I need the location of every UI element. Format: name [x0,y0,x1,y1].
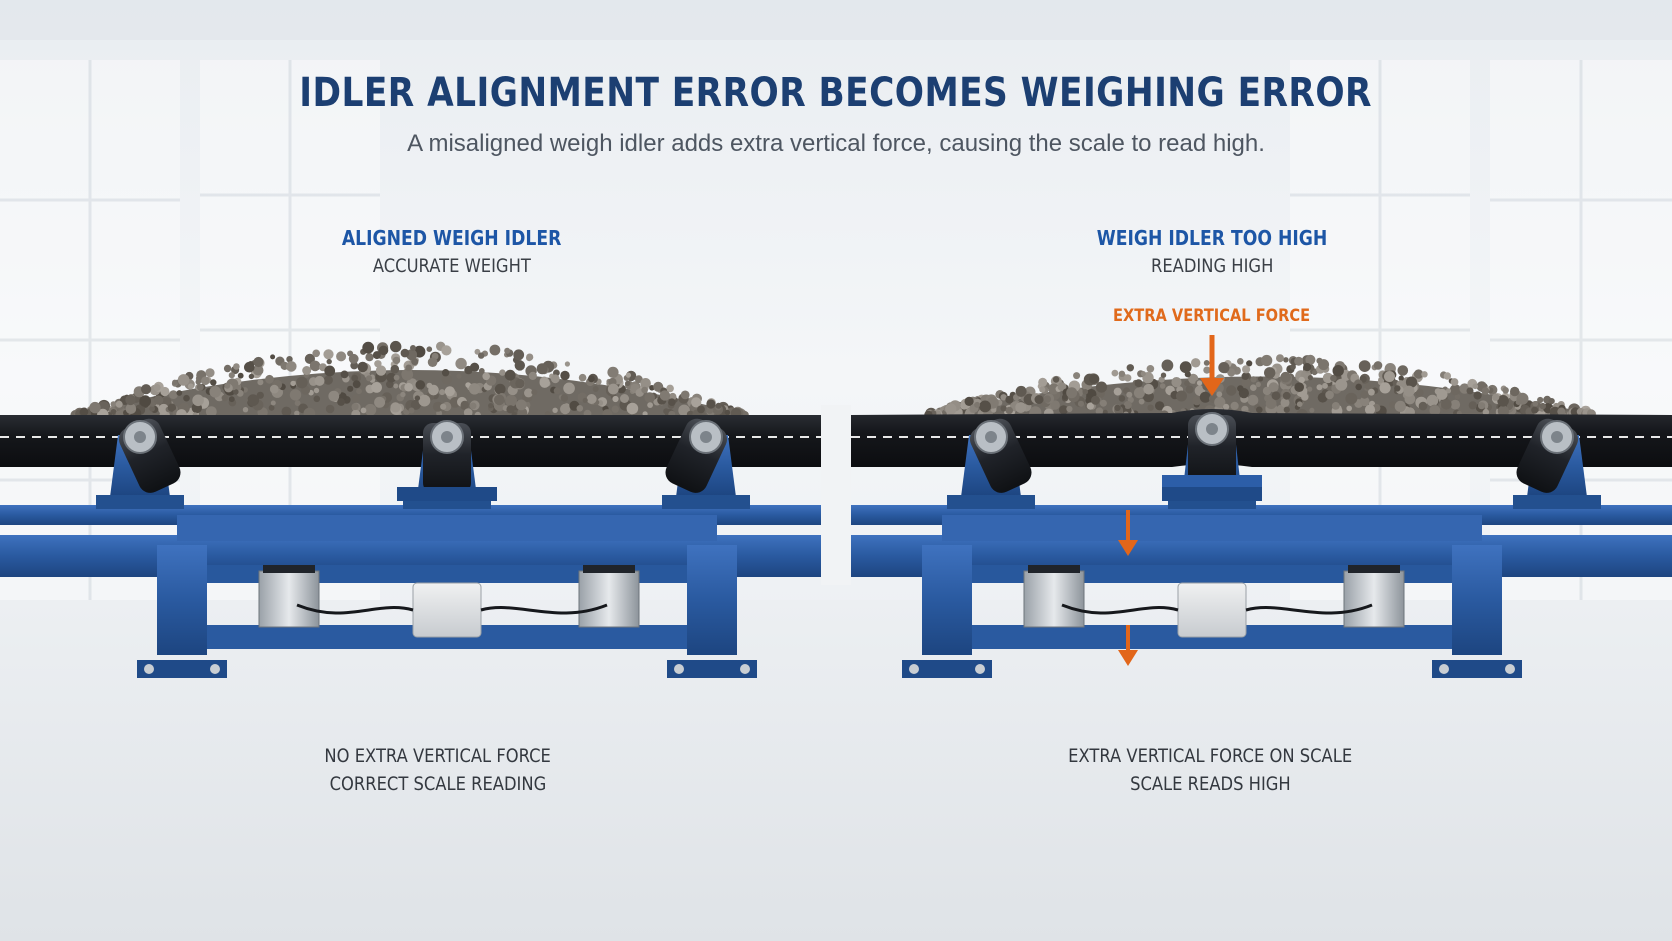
weigh-plate [1162,487,1262,501]
roller-shaft [700,431,712,443]
right-caption-line2: SCALE READS HIGH [1129,773,1291,795]
scale-beam-top [942,515,1482,541]
extra-force-arrow-top [1200,335,1224,396]
anchor-bolt [210,664,220,674]
page-title: IDLER ALIGNMENT ERROR BECOMES WEIGHING E… [299,70,1373,116]
idler-bracket-base [947,495,1035,509]
right-heading: WEIGH IDLER TOO HIGH [1096,226,1328,250]
cable [1061,603,1179,615]
floor [0,600,1672,941]
load-cell [1023,570,1085,628]
anchor-bolt [144,664,154,674]
conveyor-belt [851,409,1672,467]
left-conveyor-assembly [0,340,821,678]
load-cell [258,570,320,628]
frame-leg [1452,545,1502,655]
frame-foot [667,660,757,678]
scale-beam-low [197,565,697,583]
frame-leg [687,545,737,655]
idler-bracket-base [1513,495,1601,509]
roller-shaft [1206,423,1218,435]
anchor-bolt [740,664,750,674]
frame-foot [902,660,992,678]
roller-shaft [134,431,146,443]
roller-shaft [441,431,453,443]
extra-force-arrow-frame [1118,510,1138,556]
left-subheading: ACCURATE WEIGHT [372,255,531,277]
right-subheading: READING HIGH [1150,255,1274,277]
load-cell [578,570,640,628]
load-cell-cap [1348,565,1400,573]
anchor-bolt [1439,664,1449,674]
right-conveyor-assembly [851,354,1672,678]
load-cell-cap [583,565,635,573]
frame-leg [157,545,207,655]
idler-bracket-base [96,495,184,509]
idler-bracket-base [662,495,750,509]
cable [480,603,608,615]
roller-shaft [985,431,997,443]
cable [296,603,414,615]
junction-box [1177,582,1247,638]
left-heading: ALIGNED WEIGH IDLER [342,226,562,250]
material-pile [924,354,1597,421]
frame-leg [922,545,972,655]
extra-force-label: EXTRA VERTICAL FORCE [1113,306,1311,326]
left-caption-line2: CORRECT SCALE READING [329,773,547,795]
scale-beam-top [177,515,717,541]
roller-shaft [1551,431,1563,443]
anchor-bolt [909,664,919,674]
frame-foot [137,660,227,678]
extra-force-arrow-loadcell [1118,625,1138,666]
load-cell-cap [1028,565,1080,573]
load-cell-cap [263,565,315,573]
load-cell [1343,570,1405,628]
anchor-bolt [674,664,684,674]
weigh-plate [397,487,497,501]
scale-beam-low [962,565,1462,583]
left-caption-line1: NO EXTRA VERTICAL FORCE [324,745,552,767]
anchor-bolt [1505,664,1515,674]
anchor-bolt [975,664,985,674]
page-subtitle: A misaligned weigh idler adds extra vert… [407,130,1265,157]
junction-box [412,582,482,638]
shim-plate [1162,475,1262,487]
panel-divider [821,405,851,585]
right-caption-line1: EXTRA VERTICAL FORCE ON SCALE [1067,745,1353,767]
frame-foot [1432,660,1522,678]
cable [1245,603,1373,615]
